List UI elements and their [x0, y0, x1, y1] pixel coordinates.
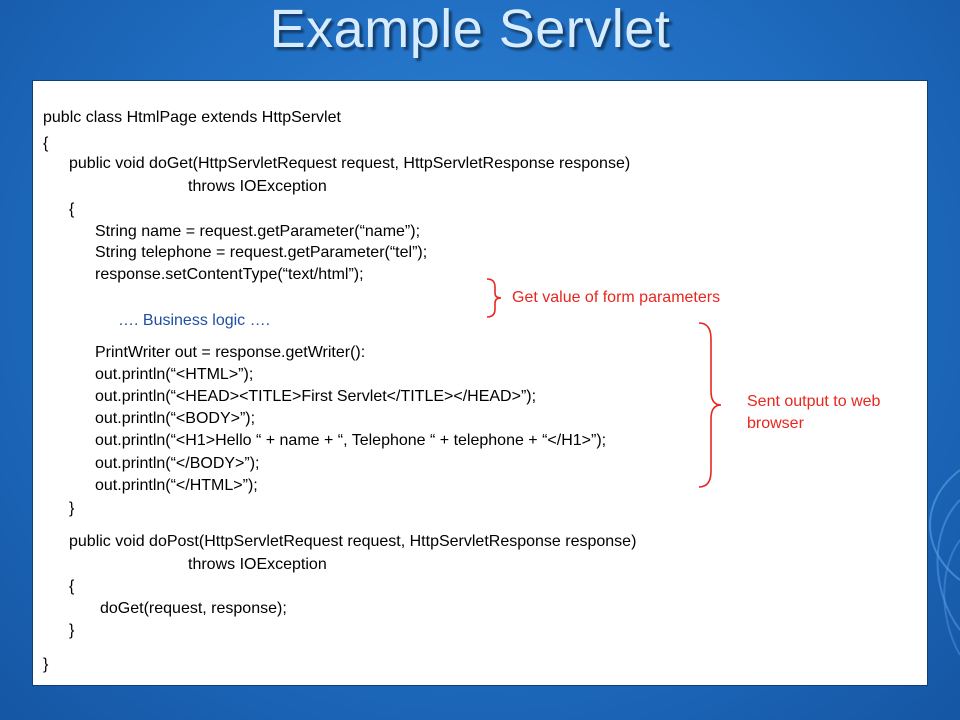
code-line-doget-throws: throws IOException [188, 178, 327, 195]
code-line-class-close-brace: } [43, 656, 49, 673]
code-line-business-logic: …. Business logic …. [118, 312, 271, 329]
code-line-class-decl: publc class HtmlPage extends HttpServlet [43, 109, 341, 126]
code-line-class-open-brace: { [43, 135, 49, 152]
code-line-println-body-close: out.println(“</BODY>”); [95, 455, 260, 472]
code-line-name-param: String name = request.getParameter(“name… [95, 223, 421, 240]
code-line-doget-signature: public void doGet(HttpServletRequest req… [69, 155, 631, 172]
code-line-println-body: out.println(“<BODY>”); [95, 410, 256, 427]
slide-title: Example Servlet [269, 0, 671, 59]
decorative-swirl [929, 469, 960, 656]
code-line-println-h1: out.println(“<H1>Hello “ + name + “, Tel… [95, 432, 607, 449]
output-brace [698, 322, 722, 488]
form-params-brace [486, 278, 502, 318]
code-line-get-writer: PrintWriter out = response.getWriter(): [95, 344, 366, 361]
code-line-dopost-throws: throws IOException [188, 556, 327, 573]
code-line-dopost-close-brace: } [69, 622, 75, 639]
output-annotation-line2: browser [747, 415, 804, 432]
code-line-println-html-close: out.println(“</HTML>”); [95, 477, 258, 494]
code-line-println-head: out.println(“<HEAD><TITLE>First Servlet<… [95, 388, 537, 405]
code-line-doget-close-brace: } [69, 500, 75, 517]
code-line-doget-call: doGet(request, response); [100, 600, 287, 617]
form-params-annotation: Get value of form parameters [512, 289, 721, 306]
code-line-println-html: out.println(“<HTML>”); [95, 366, 254, 383]
code-line-telephone-param: String telephone = request.getParameter(… [95, 244, 428, 261]
output-annotation-line1: Sent output to web [747, 393, 881, 410]
code-panel: publc class HtmlPage extends HttpServlet… [32, 80, 928, 686]
code-line-set-content-type: response.setContentType(“text/html”); [95, 266, 364, 283]
code-line-dopost-open-brace: { [69, 578, 75, 595]
code-line-doget-open-brace: { [69, 201, 75, 218]
code-line-dopost-signature: public void doPost(HttpServletRequest re… [69, 533, 637, 550]
